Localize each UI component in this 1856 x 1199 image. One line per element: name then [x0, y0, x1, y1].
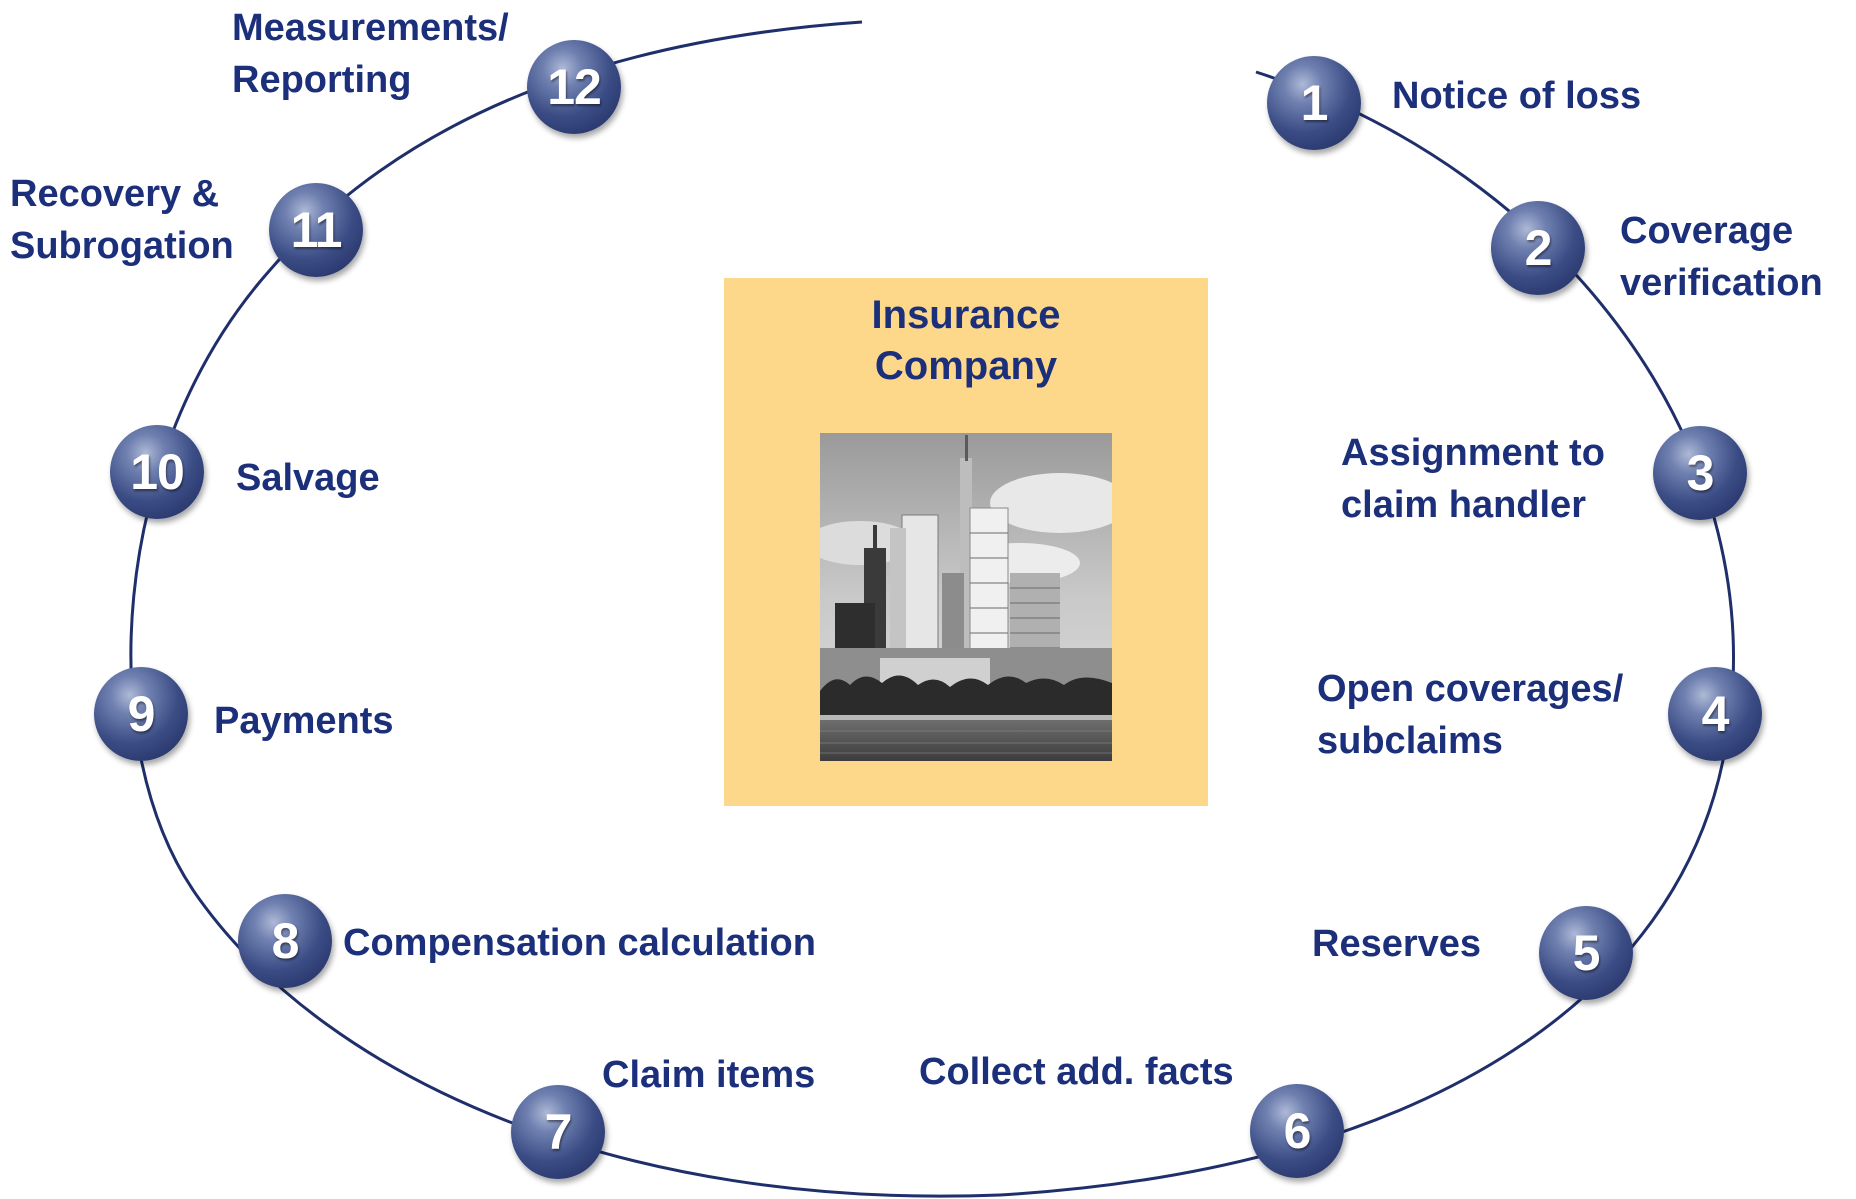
step-4-label: Open coverages/ subclaims: [1317, 668, 1624, 762]
step-1-label: Notice of loss: [1392, 75, 1642, 117]
step-2-label: Coverage verification: [1620, 210, 1823, 304]
center-title: Insurance Company: [871, 293, 1061, 388]
step-11-badge: 11: [269, 183, 363, 277]
step-2-badge: 2: [1491, 201, 1585, 295]
city-skyline-image: [820, 433, 1112, 761]
step-6-badge: 6: [1250, 1084, 1344, 1178]
step-1-badge: 1: [1267, 56, 1361, 150]
step-3-badge: 3: [1653, 426, 1747, 520]
step-11-label: Recovery & Subrogation: [10, 173, 234, 267]
step-9-badge: 9: [94, 667, 188, 761]
step-12-label: Measurements/ Reporting: [232, 7, 509, 101]
step-3-label: Assignment to claim handler: [1341, 432, 1605, 526]
step-5-label: Reserves: [1312, 923, 1482, 965]
insurance-company-box: Insurance Company: [724, 278, 1208, 806]
step-7-badge: 7: [511, 1085, 605, 1179]
step-8-badge: 8: [238, 894, 332, 988]
step-10-badge: 10: [110, 425, 204, 519]
step-8-label: Compensation calculation: [343, 922, 816, 964]
step-4-badge: 4: [1668, 667, 1762, 761]
step-6-label: Collect add. facts: [919, 1051, 1234, 1093]
step-7-label: Claim items: [602, 1054, 816, 1096]
step-5-badge: 5: [1539, 906, 1633, 1000]
step-9-label: Payments: [214, 700, 394, 742]
step-10-label: Salvage: [236, 457, 380, 499]
step-12-badge: 12: [527, 40, 621, 134]
